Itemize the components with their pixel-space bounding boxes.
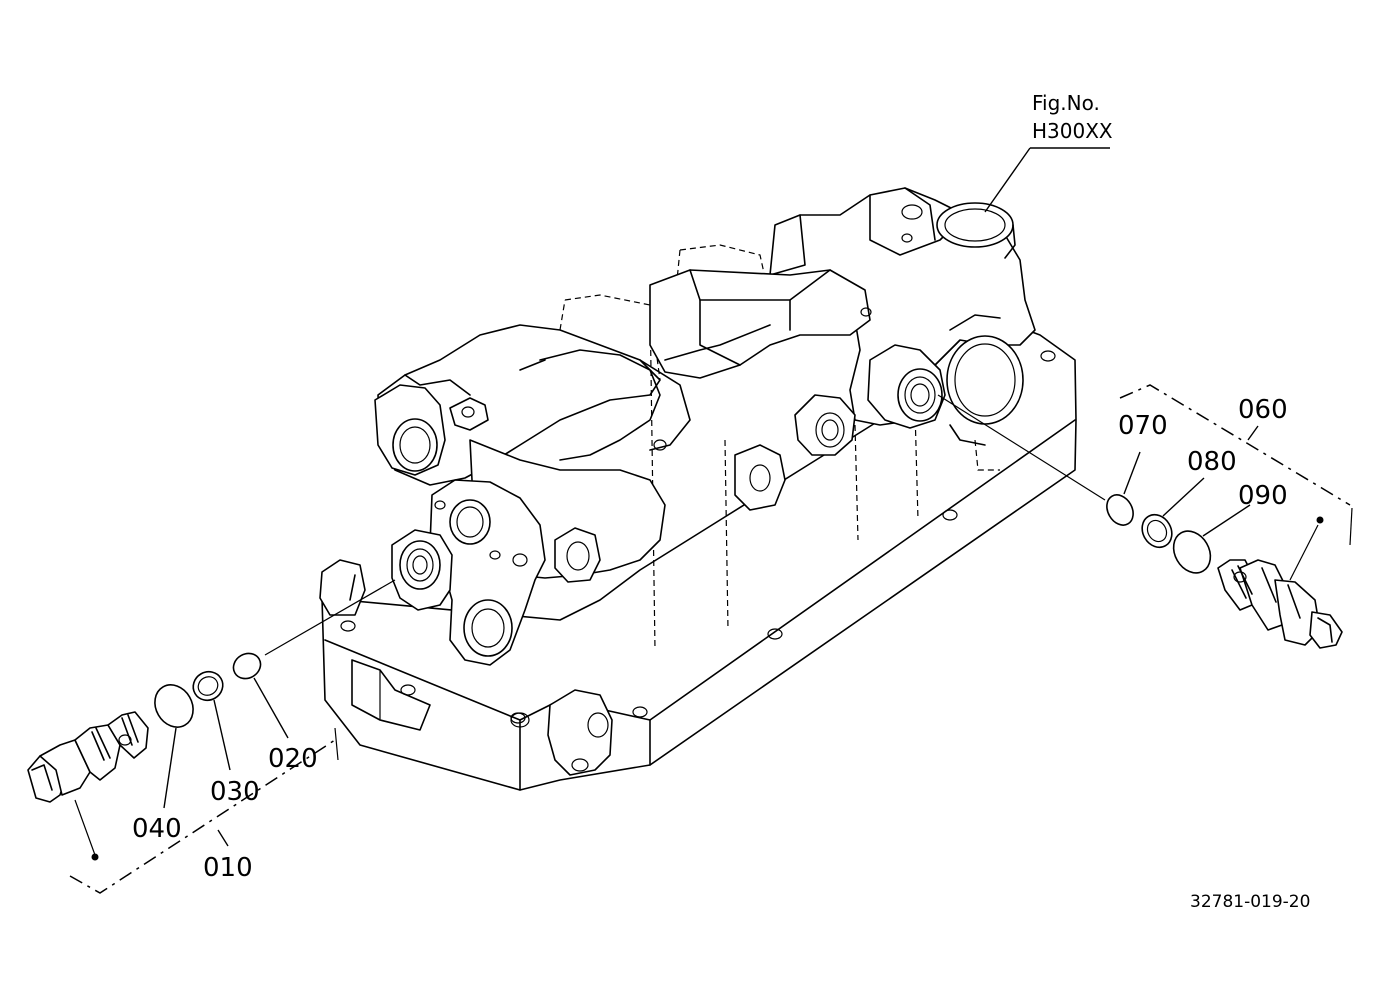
callout-labels: 010 020 030 040 060 070 080 090 <box>132 395 1288 883</box>
left-cartridge-group <box>27 652 339 894</box>
callout-090: 090 <box>1238 481 1288 511</box>
o-ring-090 <box>1172 530 1212 574</box>
o-ring-070 <box>1106 494 1134 526</box>
callout-010: 010 <box>203 853 253 883</box>
figure-ref-line2: H300XX <box>1032 119 1113 143</box>
reference-dot-left <box>91 853 99 861</box>
callout-040: 040 <box>132 814 182 844</box>
callout-030: 030 <box>210 777 260 807</box>
backup-ring-080 <box>1141 513 1173 549</box>
reference-dot-right <box>1316 516 1324 524</box>
callout-070: 070 <box>1118 411 1168 441</box>
callout-020: 020 <box>268 744 318 774</box>
o-ring-020 <box>232 652 262 680</box>
cartridge-valve-right <box>1217 559 1343 649</box>
callout-060: 060 <box>1238 395 1288 425</box>
cartridge-valve-left <box>27 711 149 803</box>
o-ring-040 <box>154 684 194 728</box>
drawing-number: 32781-019-20 <box>1190 892 1310 912</box>
assembly-axis-lines <box>264 394 1106 656</box>
callout-080: 080 <box>1187 447 1237 477</box>
figure-ref-line1: Fig.No. <box>1032 91 1100 115</box>
valve-body-housing <box>319 187 1077 791</box>
backup-ring-030 <box>192 670 224 702</box>
figure-reference: Fig.No. H300XX <box>984 91 1113 213</box>
right-cartridge-group <box>1106 384 1353 649</box>
